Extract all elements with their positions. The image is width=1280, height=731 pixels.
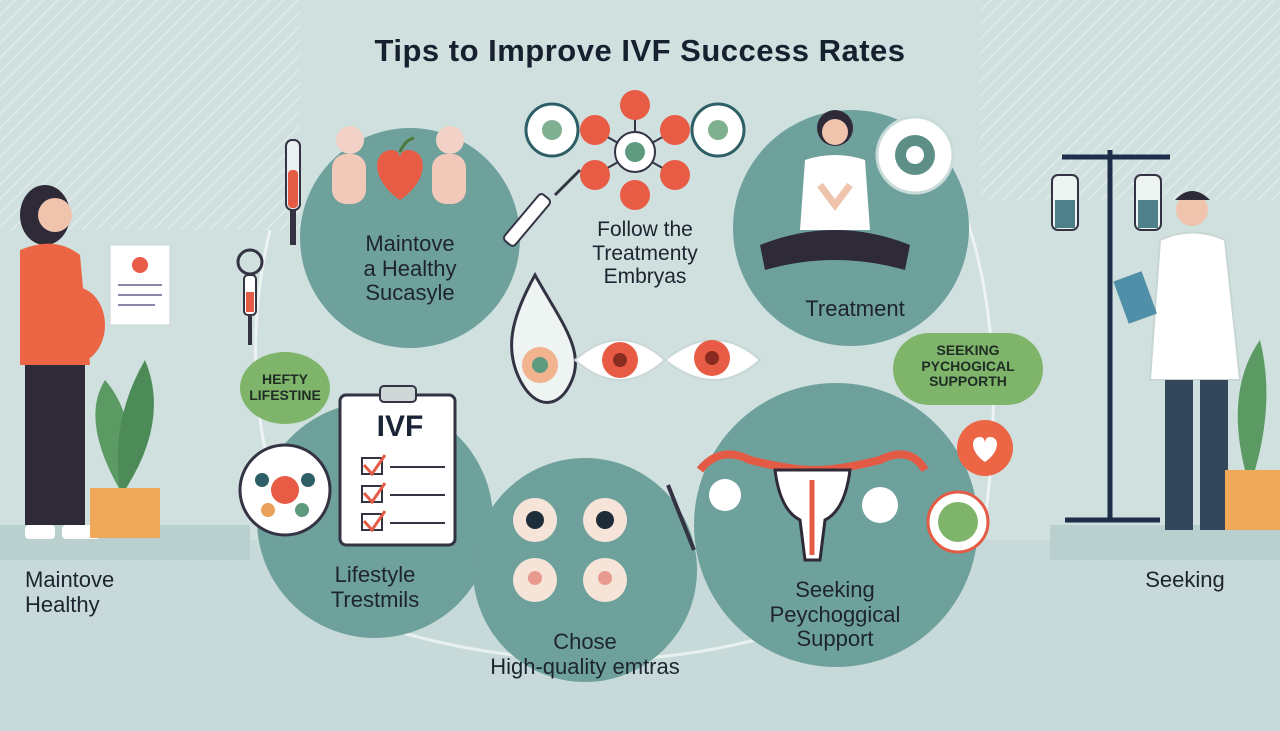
potted-plant-right-icon: [1225, 340, 1280, 530]
background-hatch-right: [980, 0, 1280, 200]
embryo-dishes-icon: [513, 498, 627, 602]
lifestyle-line-2: Trestmils: [330, 586, 420, 612]
follow-treatment-line-2: Treatmenty: [592, 241, 698, 265]
pregnant-woman-icon: [20, 185, 105, 539]
lifestyle-treatment-label: Lifestyle Trestmils: [300, 562, 450, 612]
seeking-pill-line-3: SUPPORTH: [929, 373, 1007, 390]
healthy-lifestyle-label: Maintove a Healthy Sucasyle: [320, 231, 500, 306]
pill-hefty-lifestine: [240, 352, 330, 424]
pipette-icon: [236, 248, 264, 345]
chose-line-2: High-quality emtras: [490, 653, 680, 679]
hefty-line-2: LIFESTINE: [249, 386, 321, 403]
healthy-lifestyle-line-2: a Healthy: [363, 255, 457, 281]
healthy-lifestyle-line-3: Sucasyle: [365, 280, 455, 306]
follow-treatment-label: Follow the Treatmenty Embryas: [560, 218, 730, 289]
left-bottom-line-1: Maintove: [25, 567, 115, 592]
syringe-icon: [502, 168, 582, 247]
left-bottom-line-2: Healthy: [25, 591, 100, 617]
psych-line-3: Support: [796, 626, 874, 652]
follow-treatment-line-3: Embryas: [603, 265, 687, 289]
chose-line-1: Chose: [553, 629, 617, 654]
hefty-lifestine-pill-label: HEFTY LIFESTINE: [240, 371, 330, 403]
document-icon: [109, 244, 171, 326]
chose-embryos-label: Chose High-quality emtras: [470, 629, 700, 679]
embryo-cells-icon: [524, 90, 746, 210]
badge-icon: [926, 490, 990, 554]
ultrasound-icon: [875, 115, 955, 195]
heart-icon: [957, 420, 1013, 476]
potted-plant-left-icon: [90, 360, 160, 538]
healthy-lifestyle-line-1: Maintove: [365, 231, 455, 256]
psych-line-1: Seeking: [795, 577, 875, 602]
ivf-clipboard-label: IVF: [376, 410, 424, 443]
petri-dish-icon: [238, 443, 332, 537]
doctor-icon: [1113, 191, 1242, 530]
pill-seeking-support: [893, 333, 1043, 405]
meditating-woman-icon: [760, 110, 910, 270]
embryo-drop-icon: [510, 271, 578, 404]
lifestyle-line-1: Lifestyle: [334, 562, 416, 587]
ivf-clipboard-icon: [338, 385, 457, 547]
maintain-healthy-label: Maintove Healthy: [25, 567, 145, 617]
psychological-support-label: Seeking Peychoggical Support: [740, 577, 930, 652]
pipette-tool-icon: [666, 484, 696, 551]
babies-apple-icon: [332, 126, 466, 204]
test-tube-icon: [285, 139, 301, 245]
iv-stand-icon: [1051, 150, 1170, 523]
seeking-pill-line-1: SEEKING: [936, 342, 1000, 358]
floor-right: [1050, 525, 1280, 560]
follow-treatment-line-1: Follow the: [597, 218, 693, 241]
seeking-support-pill-label: SEEKING PYCHOGICAL SUPPORTH: [893, 342, 1043, 390]
seeking-pill-line-2: PYCHOGICAL: [921, 357, 1015, 374]
seeking-label: Seeking: [1145, 567, 1225, 592]
psych-line-2: Peychoggical: [769, 601, 901, 627]
page-title: Tips to Improve IVF Success Rates: [374, 33, 906, 68]
hefty-line-1: HEFTY: [262, 371, 308, 387]
uterus-icon: [696, 450, 929, 562]
treatment-label: Treatment: [805, 296, 905, 321]
eggs-icon: [573, 339, 762, 381]
